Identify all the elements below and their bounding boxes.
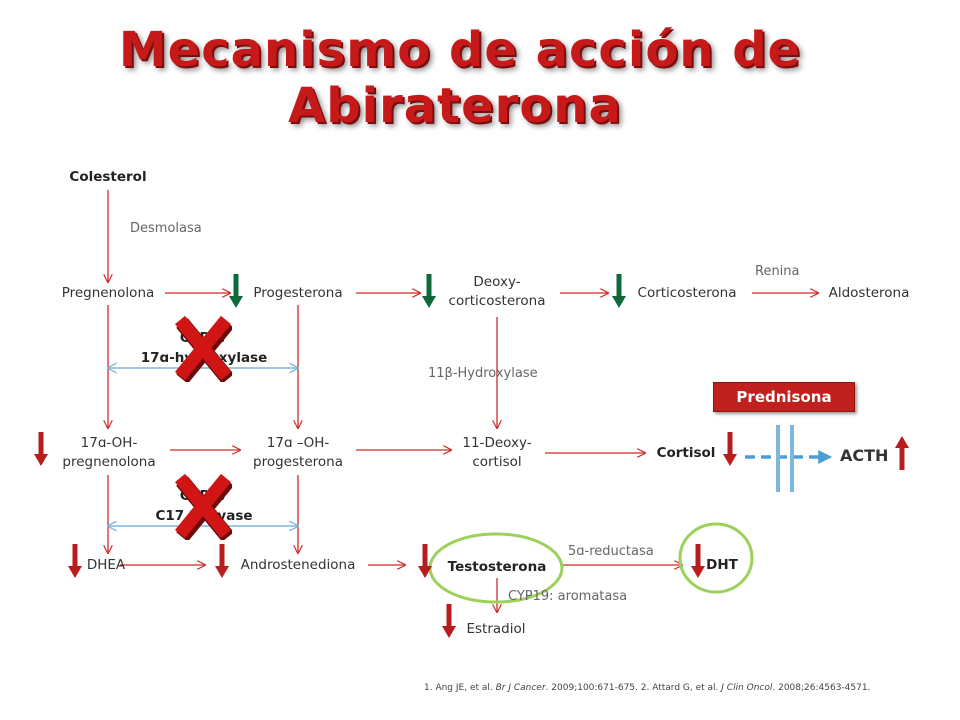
- enzyme-cyp19-aromatasa: CYP19: aromatasa: [508, 589, 628, 604]
- red-down-arrow-icon: [418, 544, 432, 578]
- node-deoxycorticosterona: Deoxy- corticosterona: [448, 274, 546, 309]
- dht-highlight-circle: [678, 522, 754, 594]
- node-colesterol: Colesterol: [69, 169, 147, 185]
- enzyme-11b-hydroxylase: 11β-Hydroxylase: [428, 366, 538, 381]
- node-dhea: DHEA: [86, 557, 126, 573]
- node-dht: DHT: [706, 557, 738, 573]
- reference-footnote: 1. Ang JE, et al. Br J Cancer. 2009;100:…: [424, 683, 871, 693]
- red-down-arrow-icon: [691, 544, 705, 578]
- red-x-icon: [174, 316, 232, 382]
- node-cortisol: Cortisol: [656, 445, 716, 461]
- enzyme-5a-reductasa: 5ɑ-reductasa: [568, 544, 654, 559]
- red-down-arrow-icon: [215, 544, 229, 578]
- node-androstenediona: Androstenediona: [240, 557, 356, 573]
- green-down-arrow-icon: [612, 274, 626, 308]
- green-down-arrow-icon: [229, 274, 243, 308]
- enzyme-desmolasa: Desmolasa: [130, 221, 202, 236]
- node-pregnenolona: Pregnenolona: [61, 285, 155, 301]
- node-aldosterona: Aldosterona: [828, 285, 910, 301]
- red-down-arrow-icon: [68, 544, 82, 578]
- node-11-deoxycortisol: 11-Deoxy- cortisol: [462, 435, 532, 470]
- node-testosterona: Testosterona: [447, 559, 547, 575]
- enzyme-renina: Renina: [755, 264, 800, 279]
- green-down-arrow-icon: [422, 274, 436, 308]
- red-down-arrow-icon: [34, 432, 48, 466]
- red-down-arrow-icon: [442, 604, 456, 638]
- red-x-icon: [174, 474, 232, 540]
- prednisona-badge: Prednisona: [713, 382, 855, 412]
- red-up-arrow-icon: [895, 436, 909, 470]
- page-title-line1: Mecanismo de acción de: [118, 22, 802, 78]
- page-title-line2: Abiraterona: [288, 78, 622, 134]
- node-progesterona: Progesterona: [253, 285, 343, 301]
- node-17oh-progesterona: 17ɑ –OH- progesterona: [253, 435, 343, 470]
- pathway-arrows: [108, 190, 818, 612]
- node-acth: ACTH: [840, 446, 889, 465]
- red-down-arrow-icon: [723, 432, 737, 466]
- node-17oh-pregnenolona: 17ɑ-OH- pregnenolona: [62, 435, 156, 470]
- node-corticosterona: Corticosterona: [637, 285, 737, 301]
- node-estradiol: Estradiol: [466, 621, 526, 637]
